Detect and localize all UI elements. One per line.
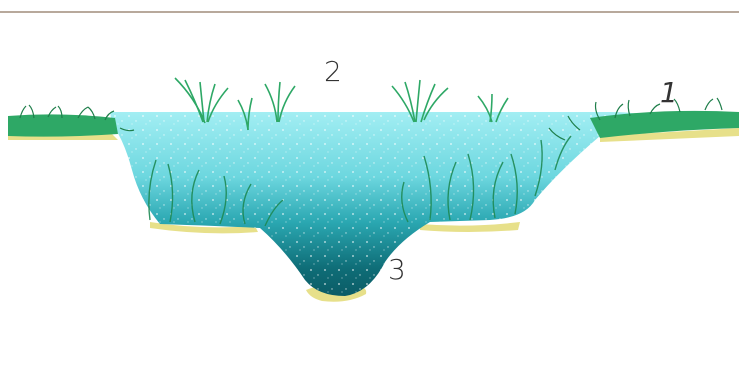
zone-2-label: 2 xyxy=(324,58,342,86)
zone-3-label: 3 xyxy=(388,256,406,284)
grass-bank-left xyxy=(8,114,118,136)
zone-1-label: 1 xyxy=(660,79,678,107)
sediment-right-shelf xyxy=(420,222,520,232)
